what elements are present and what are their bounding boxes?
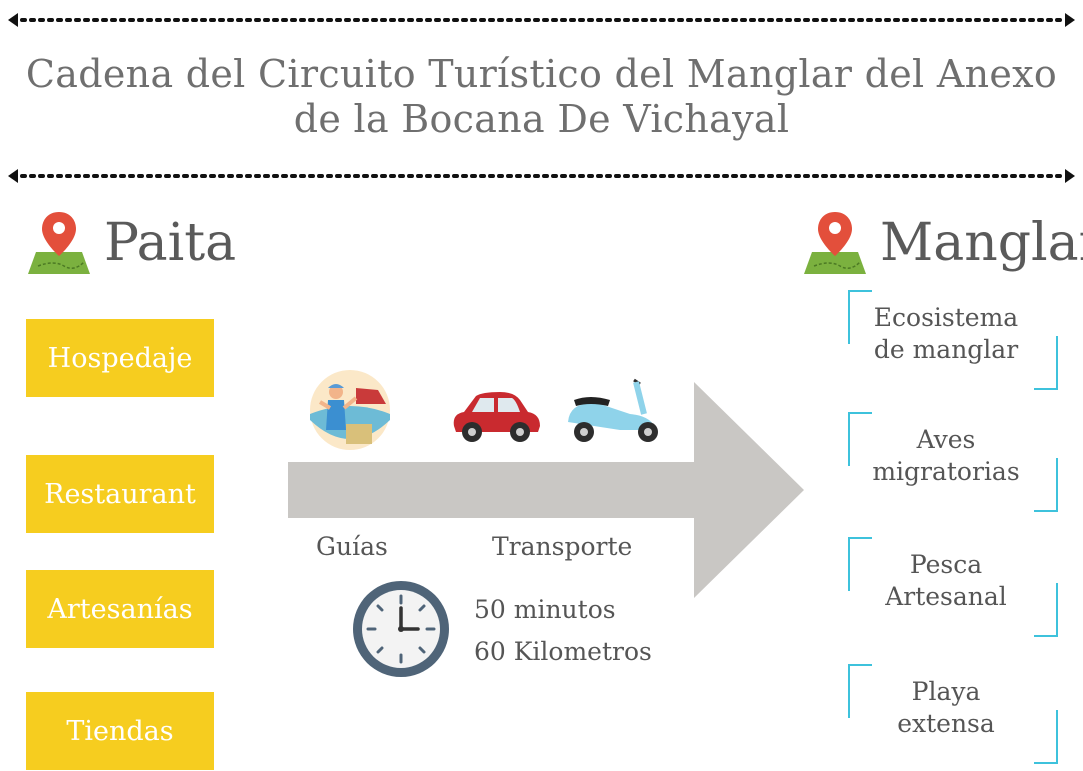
service-label: Hospedaje — [47, 342, 193, 374]
transport-label: Transporte — [492, 532, 633, 561]
attraction-item: Playa extensa — [848, 664, 1058, 764]
service-label: Artesanías — [47, 593, 193, 625]
route-arrow — [288, 382, 804, 598]
attraction-item: Aves migratorias — [848, 412, 1058, 512]
attraction-text: Ecosistema de manglar — [873, 303, 1019, 364]
attraction-text: Aves migratorias — [872, 425, 1020, 486]
bottom-dotted-divider — [8, 166, 1075, 186]
service-box: Tiendas — [26, 692, 214, 770]
distance-text: 60 Kilometros — [474, 637, 652, 666]
guides-label: Guías — [316, 532, 388, 561]
service-box: Hospedaje — [26, 319, 214, 397]
title-line-2: de la Bocana De Vichayal — [293, 97, 790, 141]
origin-heading: Paita — [24, 208, 236, 278]
destination-heading: Manglar — [800, 208, 1083, 278]
top-dotted-divider — [8, 10, 1075, 30]
tour-guide-icon — [310, 370, 390, 450]
diagram-title: Cadena del Circuito Turístico del Mangla… — [0, 52, 1083, 142]
map-pin-icon — [804, 212, 866, 274]
title-line-1: Cadena del Circuito Turístico del Mangla… — [25, 52, 1058, 96]
service-label: Tiendas — [66, 715, 174, 747]
attraction-text: Pesca Artesanal — [885, 550, 1007, 611]
attraction-item: Ecosistema de manglar — [848, 290, 1058, 390]
duration-text: 50 minutos — [474, 595, 616, 624]
origin-name: Paita — [104, 213, 237, 273]
service-label: Restaurant — [44, 478, 196, 510]
attraction-text: Playa extensa — [897, 677, 995, 738]
scooter-icon — [568, 378, 658, 442]
service-box: Restaurant — [26, 455, 214, 533]
service-box: Artesanías — [26, 570, 214, 648]
clock-icon — [353, 581, 449, 677]
car-icon — [453, 392, 540, 442]
map-pin-icon — [28, 212, 90, 274]
attraction-item: Pesca Artesanal — [848, 537, 1058, 637]
destination-name: Manglar — [880, 213, 1083, 273]
